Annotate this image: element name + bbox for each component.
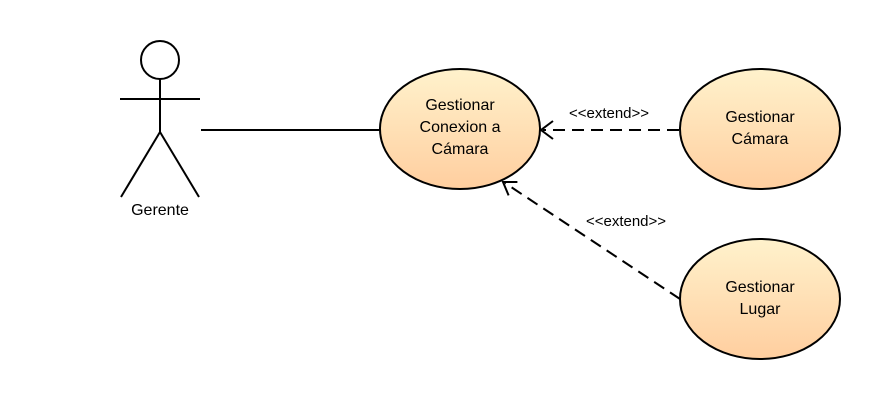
usecase-line-1: Gestionar — [725, 279, 795, 296]
actor-gerente[interactable]: Gerente — [120, 40, 200, 219]
usecase-gestionar-conexion-camara[interactable]: Gestionar Conexion a Cámara — [379, 68, 541, 190]
usecase-ellipse — [679, 68, 841, 190]
actor-left-leg — [120, 131, 161, 198]
usecase-line-1: Gestionar — [425, 97, 495, 114]
actor-label: Gerente — [131, 202, 189, 219]
extend-relation-camara: <<extend>> — [539, 105, 679, 140]
extend-arrowhead-camara — [539, 120, 554, 140]
usecase-ellipse — [379, 68, 541, 190]
usecase-gestionar-lugar[interactable]: Gestionar Lugar — [679, 238, 841, 360]
usecase-line-1: Gestionar — [725, 109, 795, 126]
extend-line-lugar — [504, 182, 681, 300]
extend-label-camara: <<extend>> — [569, 105, 649, 122]
usecase-gestionar-camara[interactable]: Gestionar Cámara — [679, 68, 841, 190]
usecase-line-2: Lugar — [740, 301, 782, 318]
actor-right-leg — [159, 131, 200, 198]
usecase-line-3: Cámara — [432, 141, 489, 158]
usecase-ellipse — [679, 238, 841, 360]
extend-relation-lugar: <<extend>> — [501, 181, 681, 300]
extend-label-lugar: <<extend>> — [586, 213, 666, 230]
usecase-line-2: Cámara — [732, 131, 789, 148]
usecase-line-2: Conexion a — [420, 119, 501, 136]
extend-arrowhead-lugar — [501, 181, 518, 196]
actor-head — [140, 40, 180, 80]
